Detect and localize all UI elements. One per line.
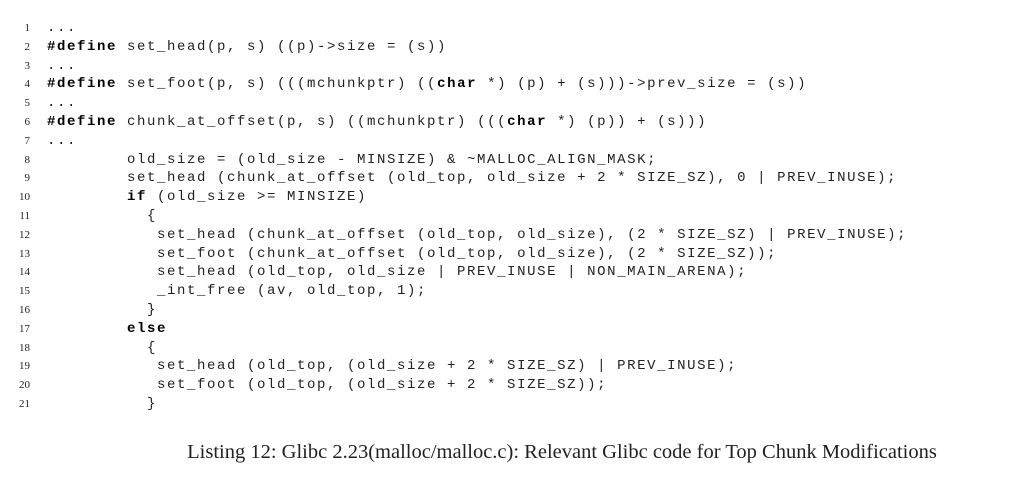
code-text: set_head (old_top, old_size | PREV_INUSE… — [47, 263, 747, 282]
code-segment: ... — [47, 20, 78, 36]
code-segment: ... — [47, 95, 78, 112]
code-keyword: char — [507, 113, 548, 130]
code-text: { — [47, 339, 157, 358]
line-number: 13 — [19, 247, 30, 260]
code-text: } — [47, 301, 157, 320]
code-segment: set_head (old_top, (old_size + 2 * SIZE_… — [47, 358, 738, 375]
code-text: ... — [47, 94, 77, 113]
line-number: 3 — [24, 59, 31, 72]
code-segment: set_head (chunk_at_offset (old_top, old_… — [47, 170, 898, 187]
code-text: _int_free (av, old_top, 1); — [47, 282, 427, 301]
code-text: ... — [47, 132, 77, 151]
line-number: 16 — [19, 303, 30, 316]
code-segment: set_head (chunk_at_offset (old_top, old_… — [47, 226, 908, 243]
code-keyword: char — [437, 76, 478, 93]
line-number: 19 — [19, 360, 30, 373]
line-number: 1 — [24, 22, 31, 34]
line-number: 6 — [24, 115, 31, 128]
line-number: 21 — [19, 397, 30, 410]
code-keyword: if — [127, 189, 148, 206]
code-text: } — [47, 395, 157, 414]
code-keyword: #define — [47, 76, 118, 93]
code-segment: (old_size >= MINSIZE) — [147, 189, 368, 206]
code-segment: ... — [47, 132, 78, 149]
line-number: 4 — [24, 78, 31, 91]
code-segment: old_size = (old_size - MINSIZE) & ~MALLO… — [47, 151, 658, 168]
line-number: 10 — [19, 191, 30, 204]
code-keyword: else — [127, 320, 168, 337]
code-segment — [47, 321, 127, 337]
code-segment: set_foot(p, s) (((mchunkptr) (( — [117, 76, 438, 93]
line-number: 11 — [19, 209, 30, 222]
code-segment: _int_free (av, old_top, 1); — [47, 283, 428, 300]
code-text: else — [47, 320, 167, 339]
code-text: set_foot (old_top, (old_size + 2 * SIZE_… — [47, 376, 607, 395]
code-text: if (old_size >= MINSIZE) — [47, 188, 367, 207]
code-text: set_head (chunk_at_offset (old_top, old_… — [47, 226, 907, 245]
line-number: 9 — [24, 172, 31, 185]
line-number: 15 — [19, 285, 30, 298]
code-keyword: #define — [47, 113, 118, 130]
code-segment: *) (p)) + (s))) — [547, 113, 708, 130]
line-number: 2 — [24, 40, 31, 53]
code-text: old_size = (old_size - MINSIZE) & ~MALLO… — [47, 151, 657, 170]
line-number: 8 — [24, 153, 31, 166]
line-number: 17 — [19, 322, 30, 335]
code-segment: { — [47, 207, 158, 224]
code-segment — [47, 189, 127, 205]
code-segment: set_head(p, s) ((p)->size = (s)) — [117, 38, 448, 55]
line-number: 18 — [19, 341, 30, 354]
code-segment: set_foot (chunk_at_offset (old_top, old_… — [47, 245, 778, 262]
code-segment: } — [47, 301, 158, 318]
line-number: 5 — [24, 97, 31, 110]
line-number: 7 — [24, 134, 31, 147]
code-segment: set_head (old_top, old_size | PREV_INUSE… — [47, 264, 748, 281]
code-text: #define set_foot(p, s) (((mchunkptr) ((c… — [47, 75, 807, 94]
code-text: ... — [47, 57, 77, 76]
line-number: 20 — [19, 379, 30, 392]
code-segment: chunk_at_offset(p, s) ((mchunkptr) ((( — [117, 113, 508, 130]
code-segment: *) (p) + (s)))->prev_size = (s)) — [477, 76, 808, 93]
code-text: set_head (old_top, (old_size + 2 * SIZE_… — [47, 357, 737, 376]
code-text: #define set_head(p, s) ((p)->size = (s)) — [47, 38, 447, 57]
line-number: 14 — [19, 266, 30, 279]
code-segment: { — [47, 339, 158, 356]
code-text: set_head (chunk_at_offset (old_top, old_… — [47, 169, 897, 188]
code-text: set_foot (chunk_at_offset (old_top, old_… — [47, 245, 777, 264]
code-segment: set_foot (old_top, (old_size + 2 * SIZE_… — [47, 377, 608, 394]
code-text: ... — [47, 19, 77, 38]
line-number: 12 — [19, 228, 30, 241]
code-segment: } — [47, 395, 158, 412]
code-keyword: #define — [47, 38, 118, 55]
code-segment: ... — [47, 57, 78, 74]
code-text: { — [47, 207, 157, 226]
listing-caption: Listing 12: Glibc 2.23(malloc/malloc.c):… — [187, 441, 937, 463]
code-text: #define chunk_at_offset(p, s) ((mchunkpt… — [47, 113, 707, 132]
